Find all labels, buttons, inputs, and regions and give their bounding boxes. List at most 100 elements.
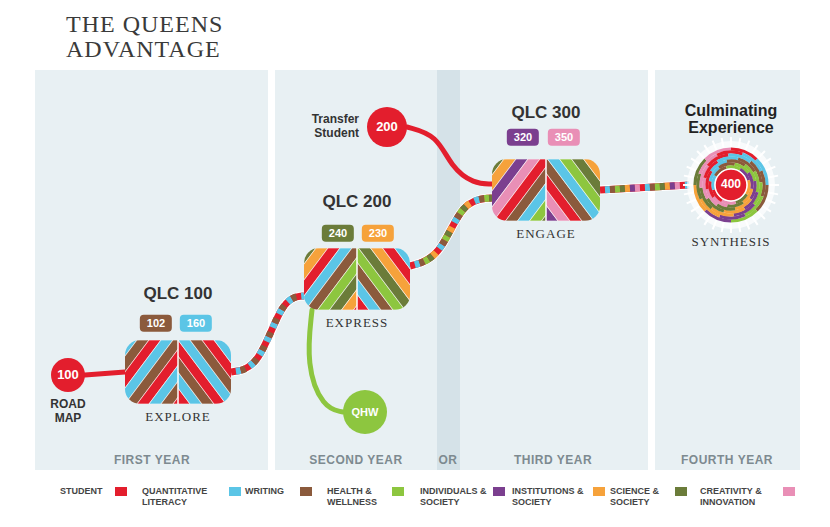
ray xyxy=(752,217,758,225)
weave-seam xyxy=(177,340,179,404)
ray xyxy=(746,220,750,229)
drawing-part xyxy=(178,340,231,404)
braid-strand xyxy=(410,198,492,266)
legend-item: HEALTH & WELLNESS xyxy=(327,486,404,508)
ray xyxy=(738,138,740,148)
course-badge: 350 xyxy=(548,129,580,146)
braid-strand xyxy=(600,185,689,190)
weave-strand xyxy=(226,340,231,404)
ray xyxy=(768,192,778,194)
braid-strand xyxy=(410,198,492,266)
legend-item: INDIVIDUALS & SOCIETY xyxy=(420,486,505,508)
legend-text: WRITING xyxy=(245,486,295,497)
knot-graphic xyxy=(125,340,231,404)
course-badge: 240 xyxy=(322,225,354,242)
weave-strand xyxy=(395,248,411,310)
transfer-circle: Transfer Student200 xyxy=(367,107,407,147)
node-heading: Transfer Student xyxy=(299,113,359,141)
node-heading: EXPLORE xyxy=(145,410,211,425)
knot-weave xyxy=(304,248,410,310)
drawing-part xyxy=(683,137,779,233)
drawing-part xyxy=(492,159,546,221)
course-badge: 320 xyxy=(507,129,539,146)
weave-strand xyxy=(173,340,178,404)
node-heading: QLC 300 xyxy=(512,103,581,123)
ray xyxy=(752,145,758,153)
braid-strand xyxy=(600,185,689,190)
node-label: 160 xyxy=(187,317,205,330)
legend-item: STUDENT xyxy=(60,486,127,497)
ray xyxy=(713,141,717,150)
legend-item: INSTITUTIONS & SOCIETY xyxy=(512,486,605,508)
year-label: FIRST YEAR xyxy=(114,453,190,467)
legend-item: QUANTITATIVE LITERACY xyxy=(142,486,241,508)
braid-knot: QLC 200EXPRESS xyxy=(304,248,410,310)
connector-group xyxy=(407,127,492,184)
ray xyxy=(697,212,704,219)
ray xyxy=(758,212,765,219)
braid-strand xyxy=(231,296,304,372)
weave-strand xyxy=(407,248,411,310)
weave-strand xyxy=(596,159,601,221)
drawing-part xyxy=(546,159,600,221)
glow xyxy=(687,141,775,229)
node-label: 240 xyxy=(329,227,347,240)
ray xyxy=(722,222,724,232)
knot-graphic xyxy=(304,248,410,310)
node-heading: ROAD MAP xyxy=(43,398,93,426)
legend-text: CREATIVITY & INNOVATION xyxy=(700,486,778,508)
ray xyxy=(758,151,765,158)
legend-text: INSTITUTIONS & SOCIETY xyxy=(512,486,588,508)
legend-text: HEALTH & WELLNESS xyxy=(327,486,387,508)
node-heading: EXPRESS xyxy=(326,316,389,331)
ray xyxy=(746,141,750,150)
ray xyxy=(766,200,775,204)
legend-text: STUDENT xyxy=(60,486,110,497)
ray xyxy=(730,223,732,233)
ray xyxy=(730,137,732,147)
braid-strand xyxy=(231,296,304,372)
ray xyxy=(691,158,699,164)
ray xyxy=(713,220,717,229)
drawing-part xyxy=(304,248,357,310)
legend-item: SCIENCE & SOCIETY xyxy=(610,486,687,508)
node-label: QHW xyxy=(352,406,379,419)
legend-swatch xyxy=(392,487,404,496)
knot-graphic xyxy=(492,159,600,221)
connector-group xyxy=(600,185,689,190)
year-label: FOURTH YEAR xyxy=(681,453,773,467)
ray xyxy=(684,176,694,178)
braid-connector xyxy=(231,296,304,372)
weave-strand xyxy=(342,248,358,310)
year-label: SECOND YEAR xyxy=(309,453,402,467)
ray xyxy=(722,138,724,148)
weave-strand xyxy=(354,248,358,310)
ray xyxy=(763,158,771,164)
or-band xyxy=(437,70,460,470)
weave-strand xyxy=(584,159,601,221)
ray xyxy=(704,145,710,153)
legend-text: SCIENCE & SOCIETY xyxy=(610,486,670,508)
node-label: 102 xyxy=(147,317,165,330)
course-badge: 160 xyxy=(180,315,212,332)
legend-swatch xyxy=(229,487,241,496)
center-circle xyxy=(715,169,747,201)
braid-strand xyxy=(410,198,492,266)
node-label: 100 xyxy=(57,368,79,383)
title: THE QUEENS ADVANTAGE xyxy=(66,12,244,62)
year-panel xyxy=(460,70,648,470)
braid-strand xyxy=(231,296,304,372)
node-label: 320 xyxy=(514,131,532,144)
student-circle: 100ROAD MAP xyxy=(51,358,85,392)
ray xyxy=(738,222,740,232)
braid-strand xyxy=(600,185,689,190)
braid-strand xyxy=(410,198,492,266)
connector-line xyxy=(85,372,125,375)
knot-weave xyxy=(492,159,600,221)
weave-strand xyxy=(530,159,547,221)
course-badge: 230 xyxy=(362,225,394,242)
ray xyxy=(763,206,771,212)
